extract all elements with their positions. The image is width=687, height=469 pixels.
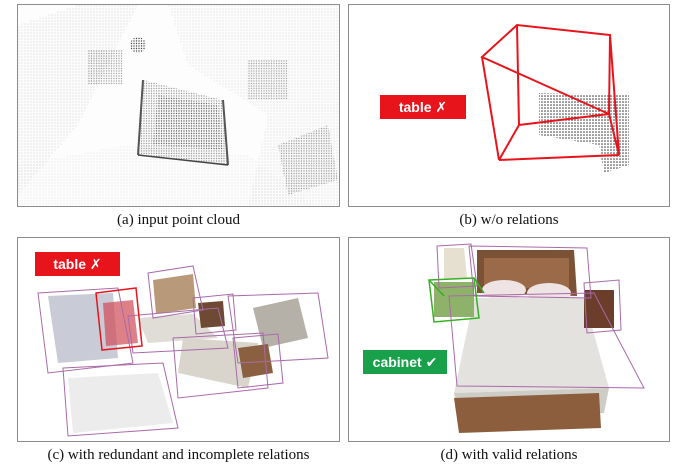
caption-a: (a) input point cloud (117, 212, 240, 228)
panel-c-redundant-relations: table ✗ (17, 237, 340, 442)
green-bounding-box (428, 277, 485, 323)
bedroom-scene-d (428, 243, 645, 433)
red-bounding-box (480, 23, 620, 161)
panel-b-without-relations: table ✗ (348, 4, 670, 207)
furniture-scene-c (37, 265, 329, 437)
caption-b: (b) w/o relations (459, 212, 559, 228)
label-tag-b: table ✗ (380, 95, 466, 119)
label-tag-c: table ✗ (35, 252, 120, 276)
label-tag-d: cabinet ✔ (363, 350, 447, 374)
bounding-box-scene-b (480, 23, 629, 173)
panel-d-valid-relations: cabinet ✔ (348, 237, 670, 442)
caption-c: (c) with redundant and incomplete relati… (47, 447, 310, 463)
caption-d: (d) with valid relations (440, 447, 578, 463)
point-cloud-scene-a (18, 5, 339, 206)
panel-a-point-cloud (17, 4, 340, 207)
